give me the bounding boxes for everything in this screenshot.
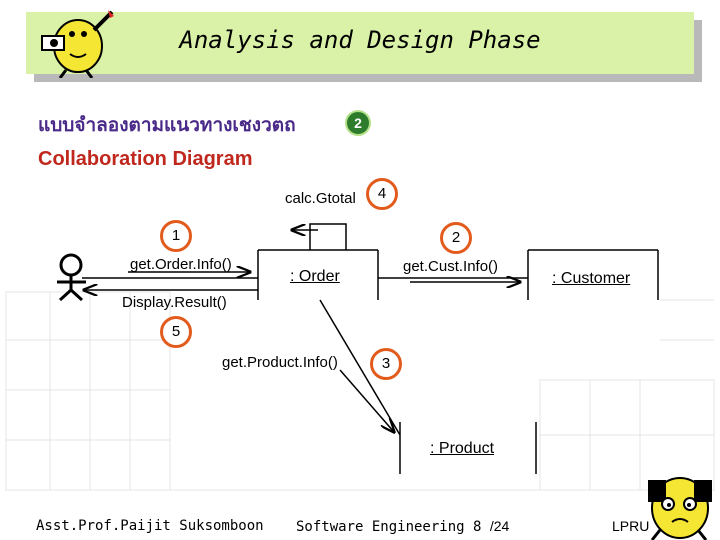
step-badge: 2 (345, 110, 371, 136)
footer-org: LPRU (612, 518, 650, 534)
mascot-face-icon (648, 477, 712, 540)
order-product-link (319, 299, 401, 436)
footer-course: Software Engineering 8 /24 (296, 518, 509, 535)
mascot-pencil-icon (41, 10, 114, 78)
title-bar (26, 12, 694, 74)
msg-get-cust-info: get.Cust.Info() (403, 258, 499, 275)
self-loop-link (309, 223, 347, 250)
sequence-number-get-order: 1 (160, 220, 192, 252)
footer-author: Asst.Prof.Paijit Suksomboon (36, 518, 264, 534)
sequence-number-calc: 4 (366, 178, 398, 210)
actor-icon (57, 253, 86, 302)
order-object-box (257, 249, 379, 300)
footer-page-number: /24 (489, 518, 510, 534)
page-title: Analysis and Design Phase (179, 26, 541, 54)
object-product: : Product (430, 440, 495, 457)
footer-course-name: Software Engineering 8 (296, 519, 482, 535)
msg-calc-gtotal: calc.Gtotal (285, 190, 356, 207)
msg-get-order-info: get.Order.Info() (130, 256, 232, 273)
diagram-heading: Collaboration Diagram (38, 148, 253, 170)
product-object-box (399, 422, 537, 474)
object-customer: : Customer (552, 270, 631, 287)
sequence-number-get-product: 3 (370, 348, 402, 380)
background-grid (5, 291, 715, 491)
customer-object-box (527, 249, 659, 300)
object-order: : Order (290, 268, 340, 285)
sequence-number-get-cust: 2 (440, 222, 472, 254)
msg-display-result: Display.Result() (122, 294, 227, 311)
get-product-arrow (339, 369, 394, 432)
msg-get-product-info: get.Product.Info() (222, 354, 338, 371)
sequence-number-display: 5 (160, 316, 192, 348)
thai-subtitle: แบบจำลองตามแนวทางเชงวตถ (38, 114, 296, 136)
